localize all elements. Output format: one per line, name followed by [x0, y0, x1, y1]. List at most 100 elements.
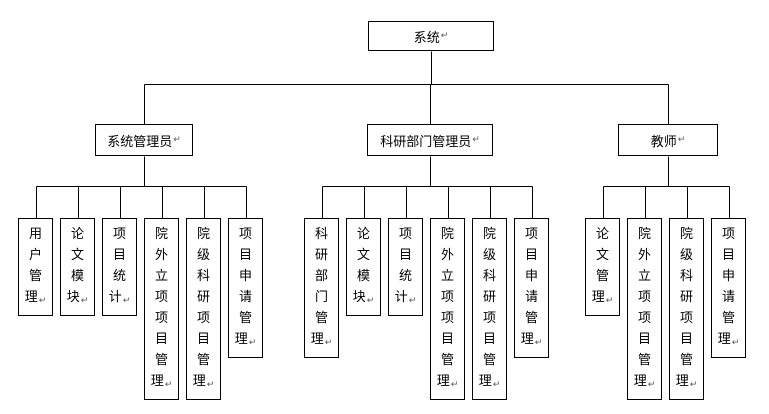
- return-mark-icon: ↵: [472, 135, 480, 145]
- leaf-node-char: 理↵: [24, 290, 47, 306]
- leaf-node-char: 院: [637, 227, 651, 242]
- leaf-node-char: 项: [154, 290, 168, 305]
- group-node-2: 科研部门管理员↵: [367, 124, 493, 156]
- leaf-node: 院级科研项目管理院级科研项目管理↵: [472, 218, 507, 400]
- group-node-1: 系统管理员↵: [95, 124, 193, 156]
- leaf-node-char: 统: [398, 269, 412, 284]
- leaf-node-char: 用: [28, 227, 42, 242]
- leaf-node-char: 统: [112, 269, 126, 284]
- leaf-node-char: 管: [196, 353, 210, 368]
- leaf-node-char: 管: [679, 353, 693, 368]
- leaf-node-char: 研: [314, 248, 328, 263]
- leaf-node-char: 文: [595, 248, 609, 263]
- return-mark-icon: ↵: [689, 380, 698, 390]
- leaf-node-char: 管: [595, 269, 609, 284]
- leaf-node-char: 理↵: [633, 374, 656, 390]
- return-mark-icon: ↵: [647, 380, 656, 390]
- leaf-node-char: 研: [482, 290, 496, 305]
- group-node-3: 教师↵: [618, 124, 718, 156]
- group-node-2-label: 科研部门管理员: [380, 134, 472, 150]
- return-mark-icon: ↵: [440, 31, 449, 41]
- leaf-node-char: 项: [154, 311, 168, 326]
- leaf-node-char: 理↵: [520, 332, 543, 348]
- leaf-node: 院级科研项目管理院级科研项目管理↵: [669, 218, 704, 400]
- return-mark-icon: ↵: [408, 296, 417, 306]
- leaf-node-char: 目: [637, 332, 651, 347]
- leaf-node-char: 部: [314, 269, 328, 284]
- leaf-node-char: 科: [314, 227, 328, 242]
- leaf-node: 项目申请管理项目申请管理↵: [514, 218, 549, 358]
- leaf-node-char: 管: [238, 311, 252, 326]
- leaf-node-char: 计↵: [108, 290, 131, 306]
- leaf-node-char: 文: [70, 248, 84, 263]
- leaf-node-char: 管: [637, 353, 651, 368]
- leaf-node-char: 级: [482, 248, 496, 263]
- leaf-node-char: 院: [679, 227, 693, 242]
- leaf-node: 项目统计项目统计↵: [102, 218, 137, 316]
- leaf-node-char: 块↵: [66, 290, 89, 306]
- leaf-node-char: 目: [440, 332, 454, 347]
- leaf-node: 院外立项项目管理院外立项项目管理↵: [627, 218, 662, 400]
- return-mark-icon: ↵: [605, 296, 614, 306]
- leaf-node-char: 项: [482, 311, 496, 326]
- return-mark-icon: ↵: [164, 380, 173, 390]
- leaf-node-char: 理↵: [478, 374, 501, 390]
- leaf-node-char: 申: [238, 269, 252, 284]
- leaf-node-char: 管: [314, 311, 328, 326]
- leaf-node-char: 论: [70, 227, 84, 242]
- leaf-node-char: 项: [440, 290, 454, 305]
- leaf-node-char: 请: [238, 290, 252, 305]
- return-mark-icon: ↵: [206, 380, 215, 390]
- leaf-node-char: 理↵: [192, 374, 215, 390]
- leaf-node: 论文模块论文模块↵: [60, 218, 95, 316]
- leaf-node-char: 外: [440, 248, 454, 263]
- return-mark-icon: ↵: [324, 338, 333, 348]
- leaf-node-char: 管: [524, 311, 538, 326]
- leaf-node-char: 目: [112, 248, 126, 263]
- leaf-node-char: 文: [356, 248, 370, 263]
- leaf-node-char: 理↵: [310, 332, 333, 348]
- leaf-node-char: 项: [637, 311, 651, 326]
- leaf-node: 论文管理论文管理↵: [585, 218, 620, 316]
- leaf-node-char: 项: [637, 290, 651, 305]
- leaf-node: 项目申请管理项目申请管理↵: [711, 218, 746, 358]
- leaf-node-char: 目: [721, 248, 735, 263]
- leaf-node-char: 项: [398, 227, 412, 242]
- leaf-node-char: 模: [356, 269, 370, 284]
- leaf-node: 项目申请管理项目申请管理↵: [228, 218, 263, 358]
- leaf-node-char: 研: [196, 290, 210, 305]
- leaf-node: 院外立项项目管理院外立项项目管理↵: [430, 218, 465, 400]
- return-mark-icon: ↵: [38, 296, 47, 306]
- leaf-node-char: 院: [196, 227, 210, 242]
- leaf-node: 科研部门管理科研部门管理↵: [304, 218, 339, 358]
- leaf-node-char: 管: [440, 353, 454, 368]
- leaf-node-char: 户: [28, 248, 42, 263]
- leaf-node-char: 项: [440, 311, 454, 326]
- leaf-node-char: 请: [524, 290, 538, 305]
- leaf-node-char: 理↵: [717, 332, 740, 348]
- return-mark-icon: ↵: [366, 296, 375, 306]
- leaf-node-char: 科: [679, 269, 693, 284]
- leaf-node-char: 理↵: [150, 374, 173, 390]
- leaf-node-char: 目: [482, 332, 496, 347]
- group-node-3-label: 教师: [650, 134, 677, 150]
- root-node: 系统↵: [368, 21, 494, 51]
- root-node-label: 系统: [413, 30, 440, 46]
- leaf-node: 用户管理用户管理↵: [18, 218, 53, 316]
- leaf-node-char: 外: [637, 248, 651, 263]
- leaf-node-char: 理↵: [436, 374, 459, 390]
- leaf-node-char: 目: [398, 248, 412, 263]
- leaf-node-char: 论: [356, 227, 370, 242]
- leaf-node-char: 申: [721, 269, 735, 284]
- leaf-node-char: 管: [721, 311, 735, 326]
- leaf-node-char: 项: [238, 227, 252, 242]
- leaf-node-char: 院: [440, 227, 454, 242]
- leaf-node-char: 管: [482, 353, 496, 368]
- leaf-node-char: 研: [679, 290, 693, 305]
- return-mark-icon: ↵: [122, 296, 131, 306]
- return-mark-icon: ↵: [80, 296, 89, 306]
- leaf-node-char: 目: [196, 332, 210, 347]
- leaf-node: 院外立项项目管理院外立项项目管理↵: [144, 218, 179, 400]
